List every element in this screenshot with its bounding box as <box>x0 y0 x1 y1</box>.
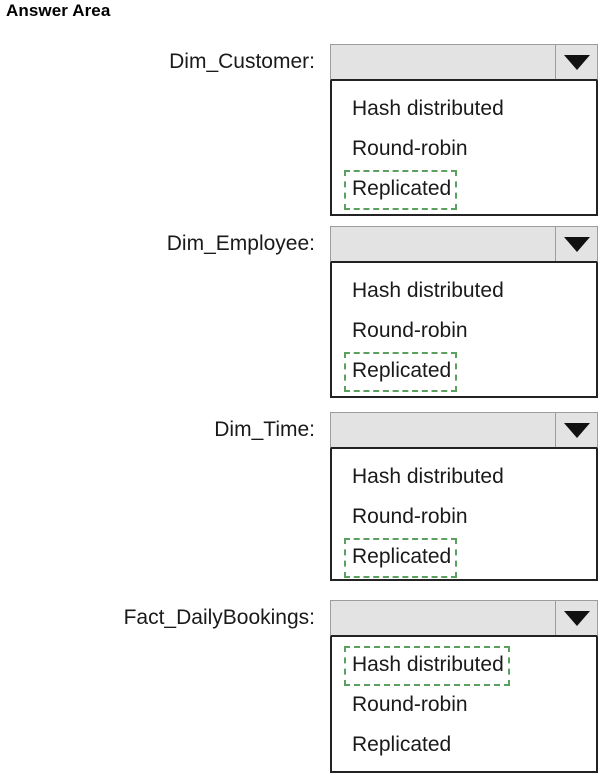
dropdown-option[interactable]: Replicated <box>352 733 452 756</box>
dropdown-option[interactable]: Round-robin <box>352 137 468 160</box>
chevron-down-glyph <box>563 422 590 438</box>
dropdown-option[interactable]: Round-robin <box>352 319 468 342</box>
dropdown-option[interactable]: Hash distributed <box>352 97 504 120</box>
chevron-down-icon[interactable] <box>555 45 597 79</box>
chevron-down-icon[interactable] <box>555 601 597 635</box>
dropdown-option[interactable]: Replicated <box>344 538 458 578</box>
page-title: Answer Area <box>6 1 111 20</box>
dropdown-combobox[interactable] <box>330 226 598 263</box>
dropdown-combobox[interactable] <box>330 44 598 81</box>
dropdown-option[interactable]: Round-robin <box>352 505 468 528</box>
dropdown-option-row: Replicated <box>332 352 596 392</box>
dropdown-combobox[interactable] <box>330 412 598 449</box>
chevron-down-glyph <box>563 54 590 70</box>
dropdown-option-row: Round-robin <box>332 312 596 352</box>
dropdown-option[interactable]: Replicated <box>344 352 458 392</box>
chevron-down-glyph <box>563 610 590 626</box>
row-label: Dim_Customer: <box>169 50 315 73</box>
dropdown-option-row: Replicated <box>332 170 596 210</box>
dropdown-combobox[interactable] <box>330 600 598 637</box>
row-label: Dim_Time: <box>214 418 315 441</box>
dropdown-option[interactable]: Hash distributed <box>344 646 510 686</box>
dropdown-option-row: Hash distributed <box>332 646 596 686</box>
dropdown-option[interactable]: Hash distributed <box>352 465 504 488</box>
chevron-down-icon[interactable] <box>555 227 597 261</box>
chevron-down-glyph <box>563 236 590 252</box>
dropdown-option-row: Round-robin <box>332 130 596 170</box>
dropdown-option[interactable]: Replicated <box>344 170 458 210</box>
chevron-down-icon[interactable] <box>555 413 597 447</box>
dropdown-option[interactable]: Round-robin <box>352 693 468 716</box>
dropdown-option-row: Replicated <box>332 726 596 766</box>
row-label: Fact_DailyBookings: <box>123 606 315 629</box>
dropdown-option[interactable]: Hash distributed <box>352 279 504 302</box>
dropdown-option-row: Replicated <box>332 538 596 578</box>
dropdown-option-row: Round-robin <box>332 498 596 538</box>
dropdown-option-row: Hash distributed <box>332 272 596 312</box>
dropdown-option-row: Hash distributed <box>332 458 596 498</box>
row-label: Dim_Employee: <box>166 232 315 255</box>
dropdown-option-row: Round-robin <box>332 686 596 726</box>
dropdown-option-row: Hash distributed <box>332 90 596 130</box>
